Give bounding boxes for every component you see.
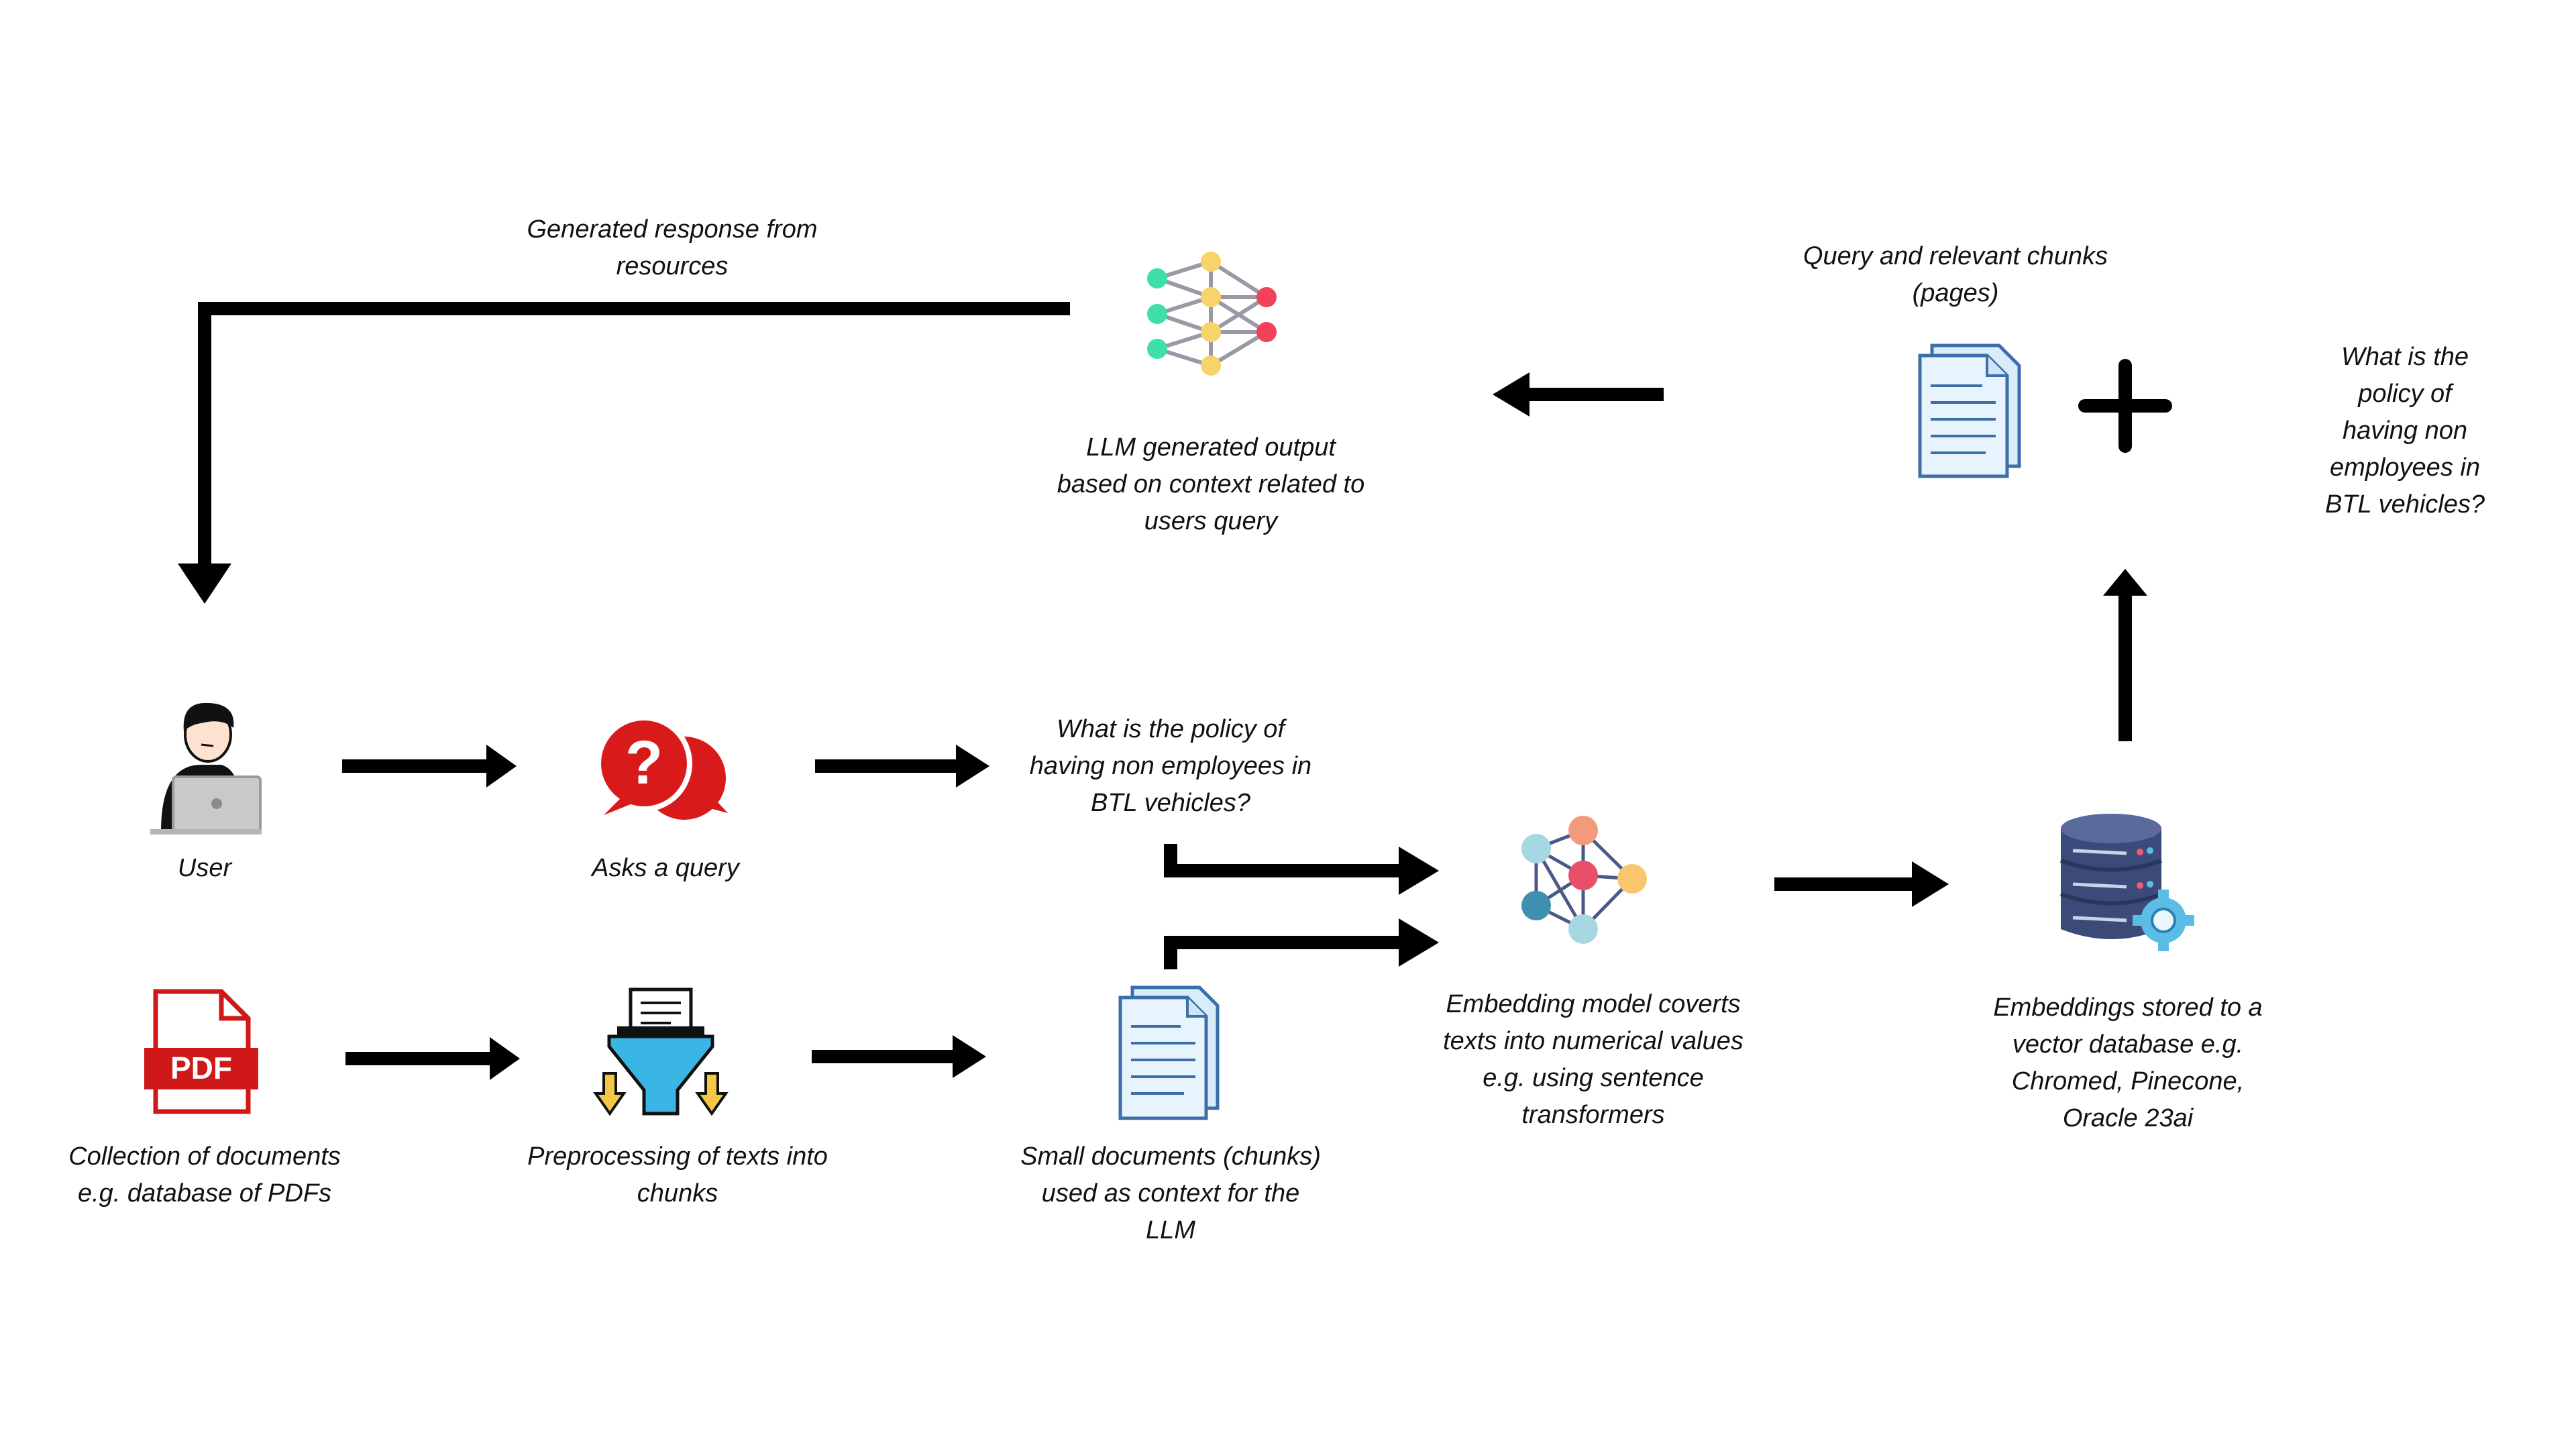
pdf-file-icon: PDF	[144, 989, 258, 1114]
preprocessing-label: Preprocessing of texts into chunks	[527, 1142, 828, 1208]
pdf-to-preprocess-arrow	[345, 1037, 520, 1080]
embeddings-stored-label: Embeddings stored to a vector database e…	[1993, 994, 2263, 1132]
embedding-model-label: Embedding model coverts texts into numer…	[1443, 990, 1743, 1129]
question-top-label: What is the policy of having non employe…	[2325, 343, 2485, 519]
question-bubbles-icon: ?	[596, 715, 728, 820]
user-to-query-arrow	[342, 745, 517, 788]
down-arrow-right-icon	[695, 1072, 729, 1116]
query-to-question-arrow	[815, 745, 989, 788]
response-label: Generated response from resources	[527, 215, 818, 280]
llm-neural-network-icon	[1147, 252, 1277, 376]
collection-docs-label: Collection of documents e.g. database of…	[68, 1142, 341, 1208]
chunks-to-llm-arrow	[1493, 372, 1664, 417]
user-at-laptop-icon	[150, 702, 262, 835]
pdf-label: PDF	[170, 1051, 232, 1085]
query-document-icon	[1918, 343, 2021, 478]
arrows	[178, 302, 2147, 1080]
llm-output-label: LLM generated output based on context re…	[1057, 433, 1365, 535]
small-docs-label: Small documents (chunks) used as context…	[1020, 1142, 1321, 1244]
preprocess-to-docs-arrow	[812, 1035, 986, 1078]
gear-icon	[2133, 890, 2194, 951]
user-label: User	[177, 854, 232, 882]
vector-database-icon	[2059, 814, 2194, 951]
embedding-model-icon	[1521, 816, 1647, 944]
question-mid-label: What is the policy of having non employe…	[1029, 715, 1312, 817]
preprocessing-funnel-icon	[593, 987, 729, 1116]
db-to-query-arrow	[2103, 569, 2147, 741]
small-documents-icon	[1118, 985, 1220, 1120]
docs-to-embedding-arrow	[1164, 918, 1439, 969]
plus-icon	[2078, 359, 2172, 453]
response-return-arrow	[178, 302, 1070, 604]
down-arrow-left-icon	[593, 1072, 627, 1116]
asks-query-label: Asks a query	[592, 854, 739, 882]
embedding-to-db-arrow	[1774, 861, 1949, 907]
question-to-embedding-arrow	[1164, 844, 1439, 895]
query-chunks-label: Query and relevant chunks (pages)	[1803, 242, 2108, 307]
question-mark-glyph: ?	[625, 729, 663, 797]
